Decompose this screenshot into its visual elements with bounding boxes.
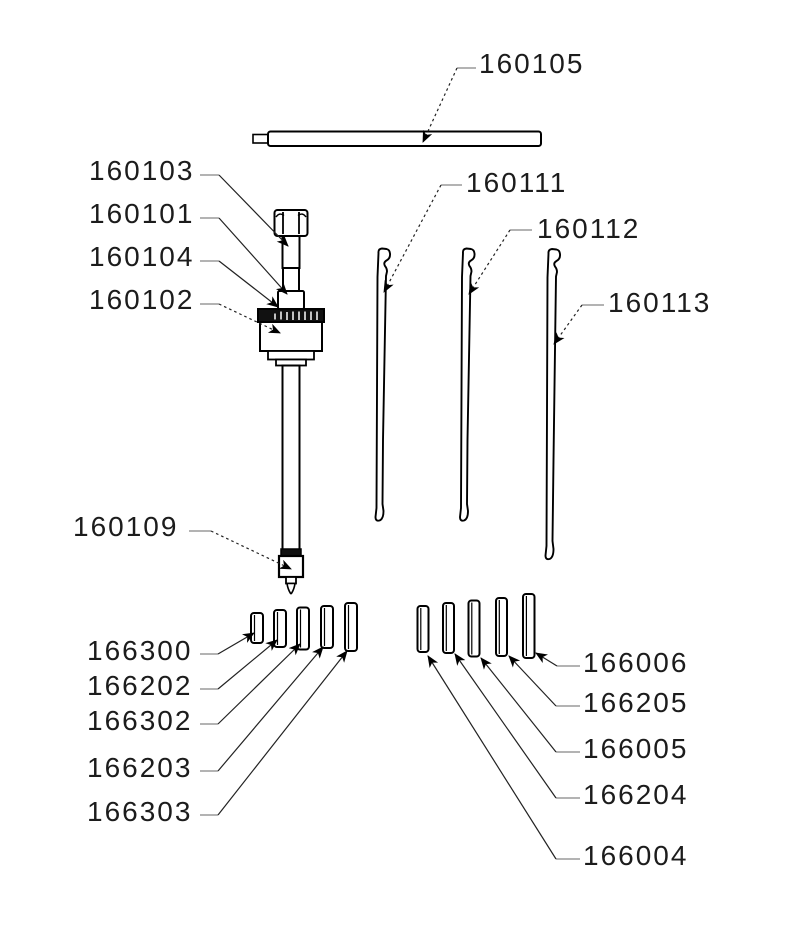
leader-166303 bbox=[217, 650, 348, 816]
body-cylinder bbox=[259, 321, 323, 352]
part-label-160112: 160112 bbox=[537, 213, 641, 244]
leader-160113 bbox=[553, 304, 583, 345]
hex-nut-160103 bbox=[273, 209, 309, 237]
part-label-166202: 166202 bbox=[87, 670, 193, 701]
rod-end-cap bbox=[252, 133, 269, 144]
leader-166202 bbox=[217, 639, 278, 690]
part-label-166006: 166006 bbox=[583, 647, 689, 678]
part-label-160102: 160102 bbox=[89, 284, 195, 315]
leader-166205 bbox=[508, 655, 557, 707]
chuck-body-160102 bbox=[257, 308, 325, 367]
leader-160102 bbox=[218, 303, 281, 334]
leader-160103 bbox=[218, 174, 289, 247]
part-label-166203: 166203 bbox=[87, 752, 193, 783]
pin-166005 bbox=[467, 599, 481, 658]
pins-left-group bbox=[250, 602, 358, 652]
part-label-166300: 166300 bbox=[87, 635, 193, 666]
pin-166302 bbox=[296, 606, 310, 651]
pilot-tip-160109 bbox=[277, 548, 305, 595]
leader-160104 bbox=[218, 260, 279, 308]
leader-160111 bbox=[383, 184, 442, 293]
knurled-ring bbox=[257, 308, 325, 323]
part-label-160104: 160104 bbox=[89, 241, 195, 272]
leader-166005 bbox=[480, 657, 557, 753]
leader-lines bbox=[189, 67, 604, 860]
leader-166203 bbox=[217, 646, 324, 772]
pin-166204 bbox=[442, 602, 455, 654]
pin-166004 bbox=[416, 605, 430, 653]
tip-block bbox=[277, 554, 305, 579]
pin-166303 bbox=[344, 602, 358, 652]
body-step-1 bbox=[267, 350, 315, 361]
leader-166006 bbox=[535, 652, 558, 667]
leader-label-dashes bbox=[189, 67, 604, 860]
leader-160101 bbox=[218, 217, 288, 295]
pin-166203 bbox=[320, 605, 334, 649]
tip-point bbox=[286, 582, 296, 595]
pins-right-group bbox=[416, 593, 536, 659]
part-label-160103: 160103 bbox=[89, 155, 195, 186]
lower-shaft bbox=[281, 364, 301, 551]
part-label-166303: 166303 bbox=[87, 796, 193, 827]
pin-166006 bbox=[522, 593, 536, 659]
leader-166004 bbox=[427, 655, 557, 860]
part-label-160113: 160113 bbox=[608, 287, 712, 318]
leader-166300 bbox=[217, 632, 255, 655]
leader-160105 bbox=[422, 67, 458, 143]
part-label-160101: 160101 bbox=[89, 198, 195, 229]
leader-166204 bbox=[454, 653, 557, 799]
leader-160109 bbox=[210, 530, 292, 570]
pin-166205 bbox=[495, 597, 508, 657]
blade-160112 bbox=[459, 247, 476, 522]
rod-160105 bbox=[252, 130, 542, 147]
leader-160112 bbox=[468, 229, 511, 295]
pin-166300 bbox=[250, 612, 264, 644]
blade-160111 bbox=[374, 247, 392, 522]
knurl-ticks bbox=[274, 311, 318, 320]
part-label-160105: 160105 bbox=[479, 48, 585, 79]
part-label-166004: 166004 bbox=[583, 840, 689, 871]
part-label-166204: 166204 bbox=[583, 779, 689, 810]
collar-160104 bbox=[277, 290, 305, 310]
part-label-160111: 160111 bbox=[466, 167, 568, 198]
part-label-166302: 166302 bbox=[87, 705, 193, 736]
blade-160113 bbox=[544, 248, 562, 561]
part-label-160109: 160109 bbox=[73, 511, 179, 542]
part-label-166205: 166205 bbox=[583, 687, 689, 718]
leader-arrows-solid bbox=[217, 174, 558, 860]
tip-neck bbox=[285, 576, 297, 585]
shaft-160101 bbox=[281, 235, 301, 292]
arbor-assembly bbox=[257, 209, 325, 595]
part-label-166005: 166005 bbox=[583, 733, 689, 764]
leader-arrows-dotted bbox=[210, 67, 583, 570]
leader-166302 bbox=[217, 643, 301, 725]
rod-body bbox=[267, 130, 542, 147]
